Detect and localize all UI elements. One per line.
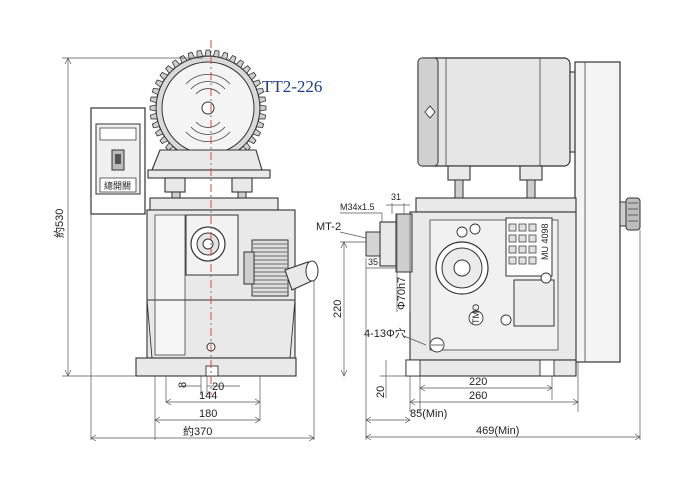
dim-85min: 85(Min) [410,408,447,420]
dim-370: 約370 [183,424,212,438]
plate-text-b: MU 4098 [540,223,550,260]
dim-h220: 220 [332,300,344,318]
dim-h20: 20 [375,386,387,398]
callout-taper: MT-2 [316,221,341,233]
switch-label: 總開關 [104,180,131,191]
dim-w260: 260 [469,390,487,402]
dim-w220: 220 [469,376,487,388]
motor [417,57,579,199]
plate-text-a: TMO [471,304,481,324]
callout-bore: Φ70h7 [396,277,408,310]
callout-thread: M34x1.5 [340,202,375,212]
model-title: TT2-226 [262,77,322,96]
dim-8: 8 [177,382,189,388]
switch-box: 總開關 [90,107,146,215]
gear-icon [149,49,267,161]
side-view: MU 4098 TMO M34x1.5 31 MT-2 35 Φ70h7 4-1… [316,57,641,441]
callout-holes: 4-13Φ穴 [364,326,406,340]
front-view: 總開關 約530 [52,40,319,442]
callout-31: 31 [391,192,401,202]
callout-35: 35 [368,257,378,267]
height-dim-label: 約530 [52,209,66,238]
dim-20: 20 [212,381,224,393]
dim-469min: 469(Min) [476,425,519,437]
dim-144: 144 [199,390,217,402]
dim-180: 180 [199,408,217,420]
